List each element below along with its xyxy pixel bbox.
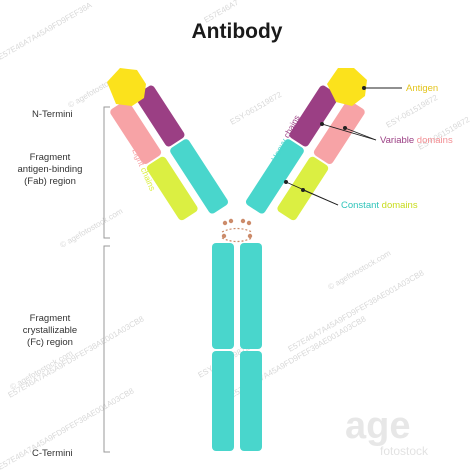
- watermark-text: ESY-061519872: [385, 93, 440, 130]
- watermark-text: ESY-061519872: [229, 90, 284, 127]
- label-fab-line3: (Fab) region: [24, 176, 76, 187]
- bond-dot: [240, 218, 246, 224]
- antigen-left: [107, 68, 146, 106]
- bond-dot: [247, 233, 253, 239]
- light-chain-variable-left: [110, 100, 162, 164]
- watermark-text: ESY-061519872: [417, 115, 472, 152]
- heavy-chain-constant-right-upper: [240, 243, 262, 349]
- heavy-chain-right: [245, 85, 339, 214]
- watermark-text: E57E46A7A45A9FD9FEF38A: [0, 0, 94, 61]
- heavy-chain-variable-left: [135, 85, 185, 147]
- heavy-chain-constant-right-lower: [240, 351, 262, 451]
- label-c-termini: C-Termini: [32, 448, 73, 459]
- watermark-logo-sub: fotostock: [380, 444, 429, 458]
- constant-domains-callout: Constant domains: [341, 200, 418, 211]
- label-fc-line3: (Fc) region: [27, 337, 73, 348]
- watermark-logo: age: [345, 405, 410, 447]
- fab-arm-left: [107, 68, 229, 221]
- label-fab-line1: Fragment: [30, 152, 71, 163]
- heavy-chain-variable-right: [289, 85, 339, 147]
- light-chain-variable-right: [313, 100, 365, 164]
- heavy-chain-constant-left-lower: [212, 351, 234, 451]
- fab-bracket: [103, 106, 110, 239]
- bond-dot: [222, 220, 228, 226]
- watermark-text: © agefotostock.com: [327, 248, 393, 291]
- disulfide-bond: [221, 227, 253, 233]
- variable-domains-callout: Variable domains: [380, 135, 453, 146]
- bond-dot: [246, 220, 252, 226]
- bond-dot: [228, 218, 234, 224]
- hinge-region: [221, 218, 253, 243]
- callout-dot: [320, 122, 324, 126]
- heavy-chain-constant-left-upper: [212, 243, 234, 349]
- callout-dot: [343, 126, 347, 130]
- heavy-chain-left: [135, 85, 229, 214]
- antigen-callout: Antigen: [406, 83, 438, 94]
- variable-callout-line: [344, 127, 377, 141]
- constant-callout-line: [302, 189, 339, 206]
- callout-dot: [301, 188, 305, 192]
- callout-dot: [362, 86, 366, 90]
- label-n-termini: N-Termini: [32, 109, 73, 120]
- light-chain-constant-left: [146, 156, 198, 221]
- fc-region: [212, 243, 262, 451]
- disulfide-bond: [221, 237, 253, 243]
- fab-arm-right: [245, 68, 367, 221]
- variable-callout-line: [321, 123, 377, 141]
- light-chain-left: [110, 100, 198, 221]
- callout-dot: [284, 180, 288, 184]
- watermark-text: E57E46A7A45A9FD9FEF38AE001A03CB8: [287, 268, 426, 354]
- callout-lines: [284, 86, 402, 206]
- label-fc-line2: crystallizable: [23, 325, 77, 336]
- antigen-right: [327, 68, 367, 106]
- bond-dot: [221, 233, 227, 239]
- heavy-chain-constant-right: [245, 139, 304, 214]
- diagram-title: Antibody: [192, 20, 283, 43]
- label-fab-line2: antigen-binding: [18, 164, 83, 175]
- watermark-text: © agefotostock.com: [59, 206, 125, 249]
- heavy-chain-constant-left: [170, 139, 229, 214]
- fc-bracket: [103, 245, 110, 453]
- label-fc-line1: Fragment: [30, 313, 71, 324]
